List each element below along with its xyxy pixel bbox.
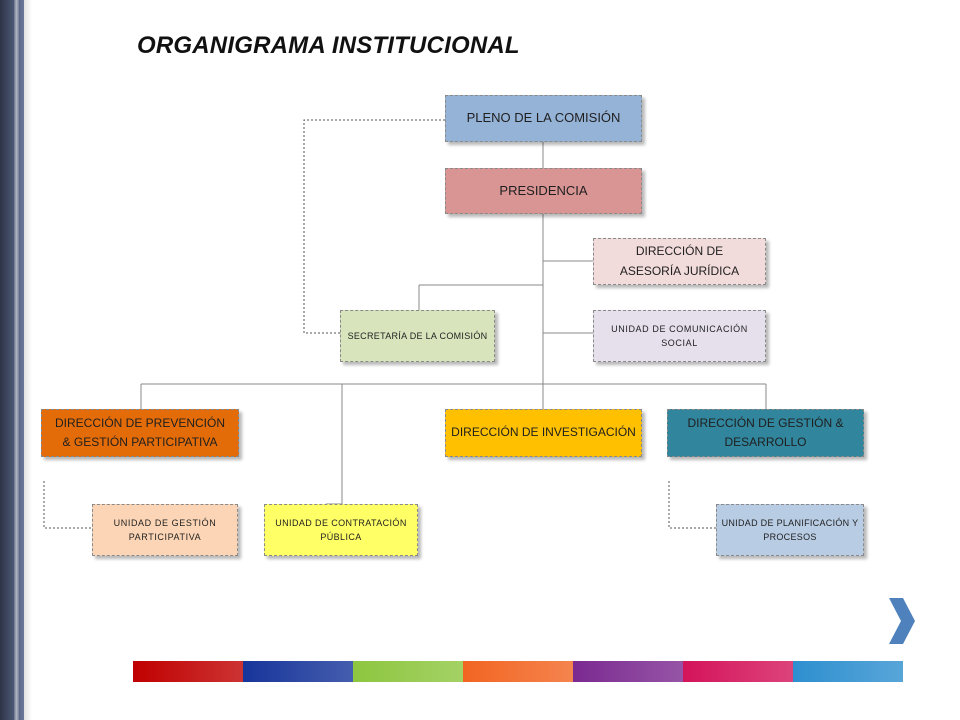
node-contratacion: UNIDAD DE CONTRATACIÓN PÚBLICA [264,504,418,556]
color-strip-segment [683,661,793,682]
color-strip-segment [573,661,683,682]
node-pleno: PLENO DE LA COMISIÓN [445,95,642,142]
node-investigacion: DIRECCIÓN DE INVESTIGACIÓN [445,409,642,457]
chevron-right-icon[interactable] [881,594,921,648]
node-comunicacion-label: UNIDAD DE COMUNICACIÓN SOCIAL [611,323,748,348]
node-gestion-desarrollo: DIRECCIÓN DE GESTIÓN & DESARROLLO [667,409,864,457]
node-prevencion-label: DIRECCIÓN DE PREVENCIÓN & GESTIÓN PARTIC… [54,415,226,449]
node-gestion-participativa: UNIDAD DE GESTIÓN PARTICIPATIVA [92,504,238,556]
node-comunicacion: UNIDAD DE COMUNICACIÓN SOCIAL [593,310,766,362]
node-planificacion-label: UNIDAD DE PLANIFICACIÓN Y PROCESOS [721,517,859,542]
slide-title: ORGANIGRAMA INSTITUCIONAL [137,32,520,59]
slide-sidebar [0,0,24,720]
color-strip-segment [353,661,463,682]
color-strip-segment [793,661,903,682]
node-asesoria-label: DIRECCIÓN DE ASESORÍA JURÍDICA [619,244,740,278]
node-planificacion: UNIDAD DE PLANIFICACIÓN Y PROCESOS [716,504,864,556]
node-asesoria: DIRECCIÓN DE ASESORÍA JURÍDICA [593,238,766,285]
node-investigacion-label: DIRECCIÓN DE INVESTIGACIÓN [451,425,636,440]
node-gestion-desarrollo-label: DIRECCIÓN DE GESTIÓN & DESARROLLO [687,415,844,449]
node-prevencion: DIRECCIÓN DE PREVENCIÓN & GESTIÓN PARTIC… [41,409,239,457]
node-pleno-label: PLENO DE LA COMISIÓN [466,110,621,126]
color-strip-segment [243,661,353,682]
sidebar-shadow [24,0,32,720]
node-secretaria-label: SECRETARÍA DE LA COMISIÓN [347,330,488,341]
node-presidencia-label: PRESIDENCIA [499,182,588,198]
node-contratacion-label: UNIDAD DE CONTRATACIÓN PÚBLICA [275,517,407,542]
color-strip-segment [463,661,573,682]
sidebar-highlight [14,0,19,720]
color-strip-segment [133,661,243,682]
node-gestion-participativa-label: UNIDAD DE GESTIÓN PARTICIPATIVA [113,517,217,542]
node-secretaria: SECRETARÍA DE LA COMISIÓN [340,310,495,362]
node-presidencia: PRESIDENCIA [445,168,642,214]
color-strip [133,661,903,682]
